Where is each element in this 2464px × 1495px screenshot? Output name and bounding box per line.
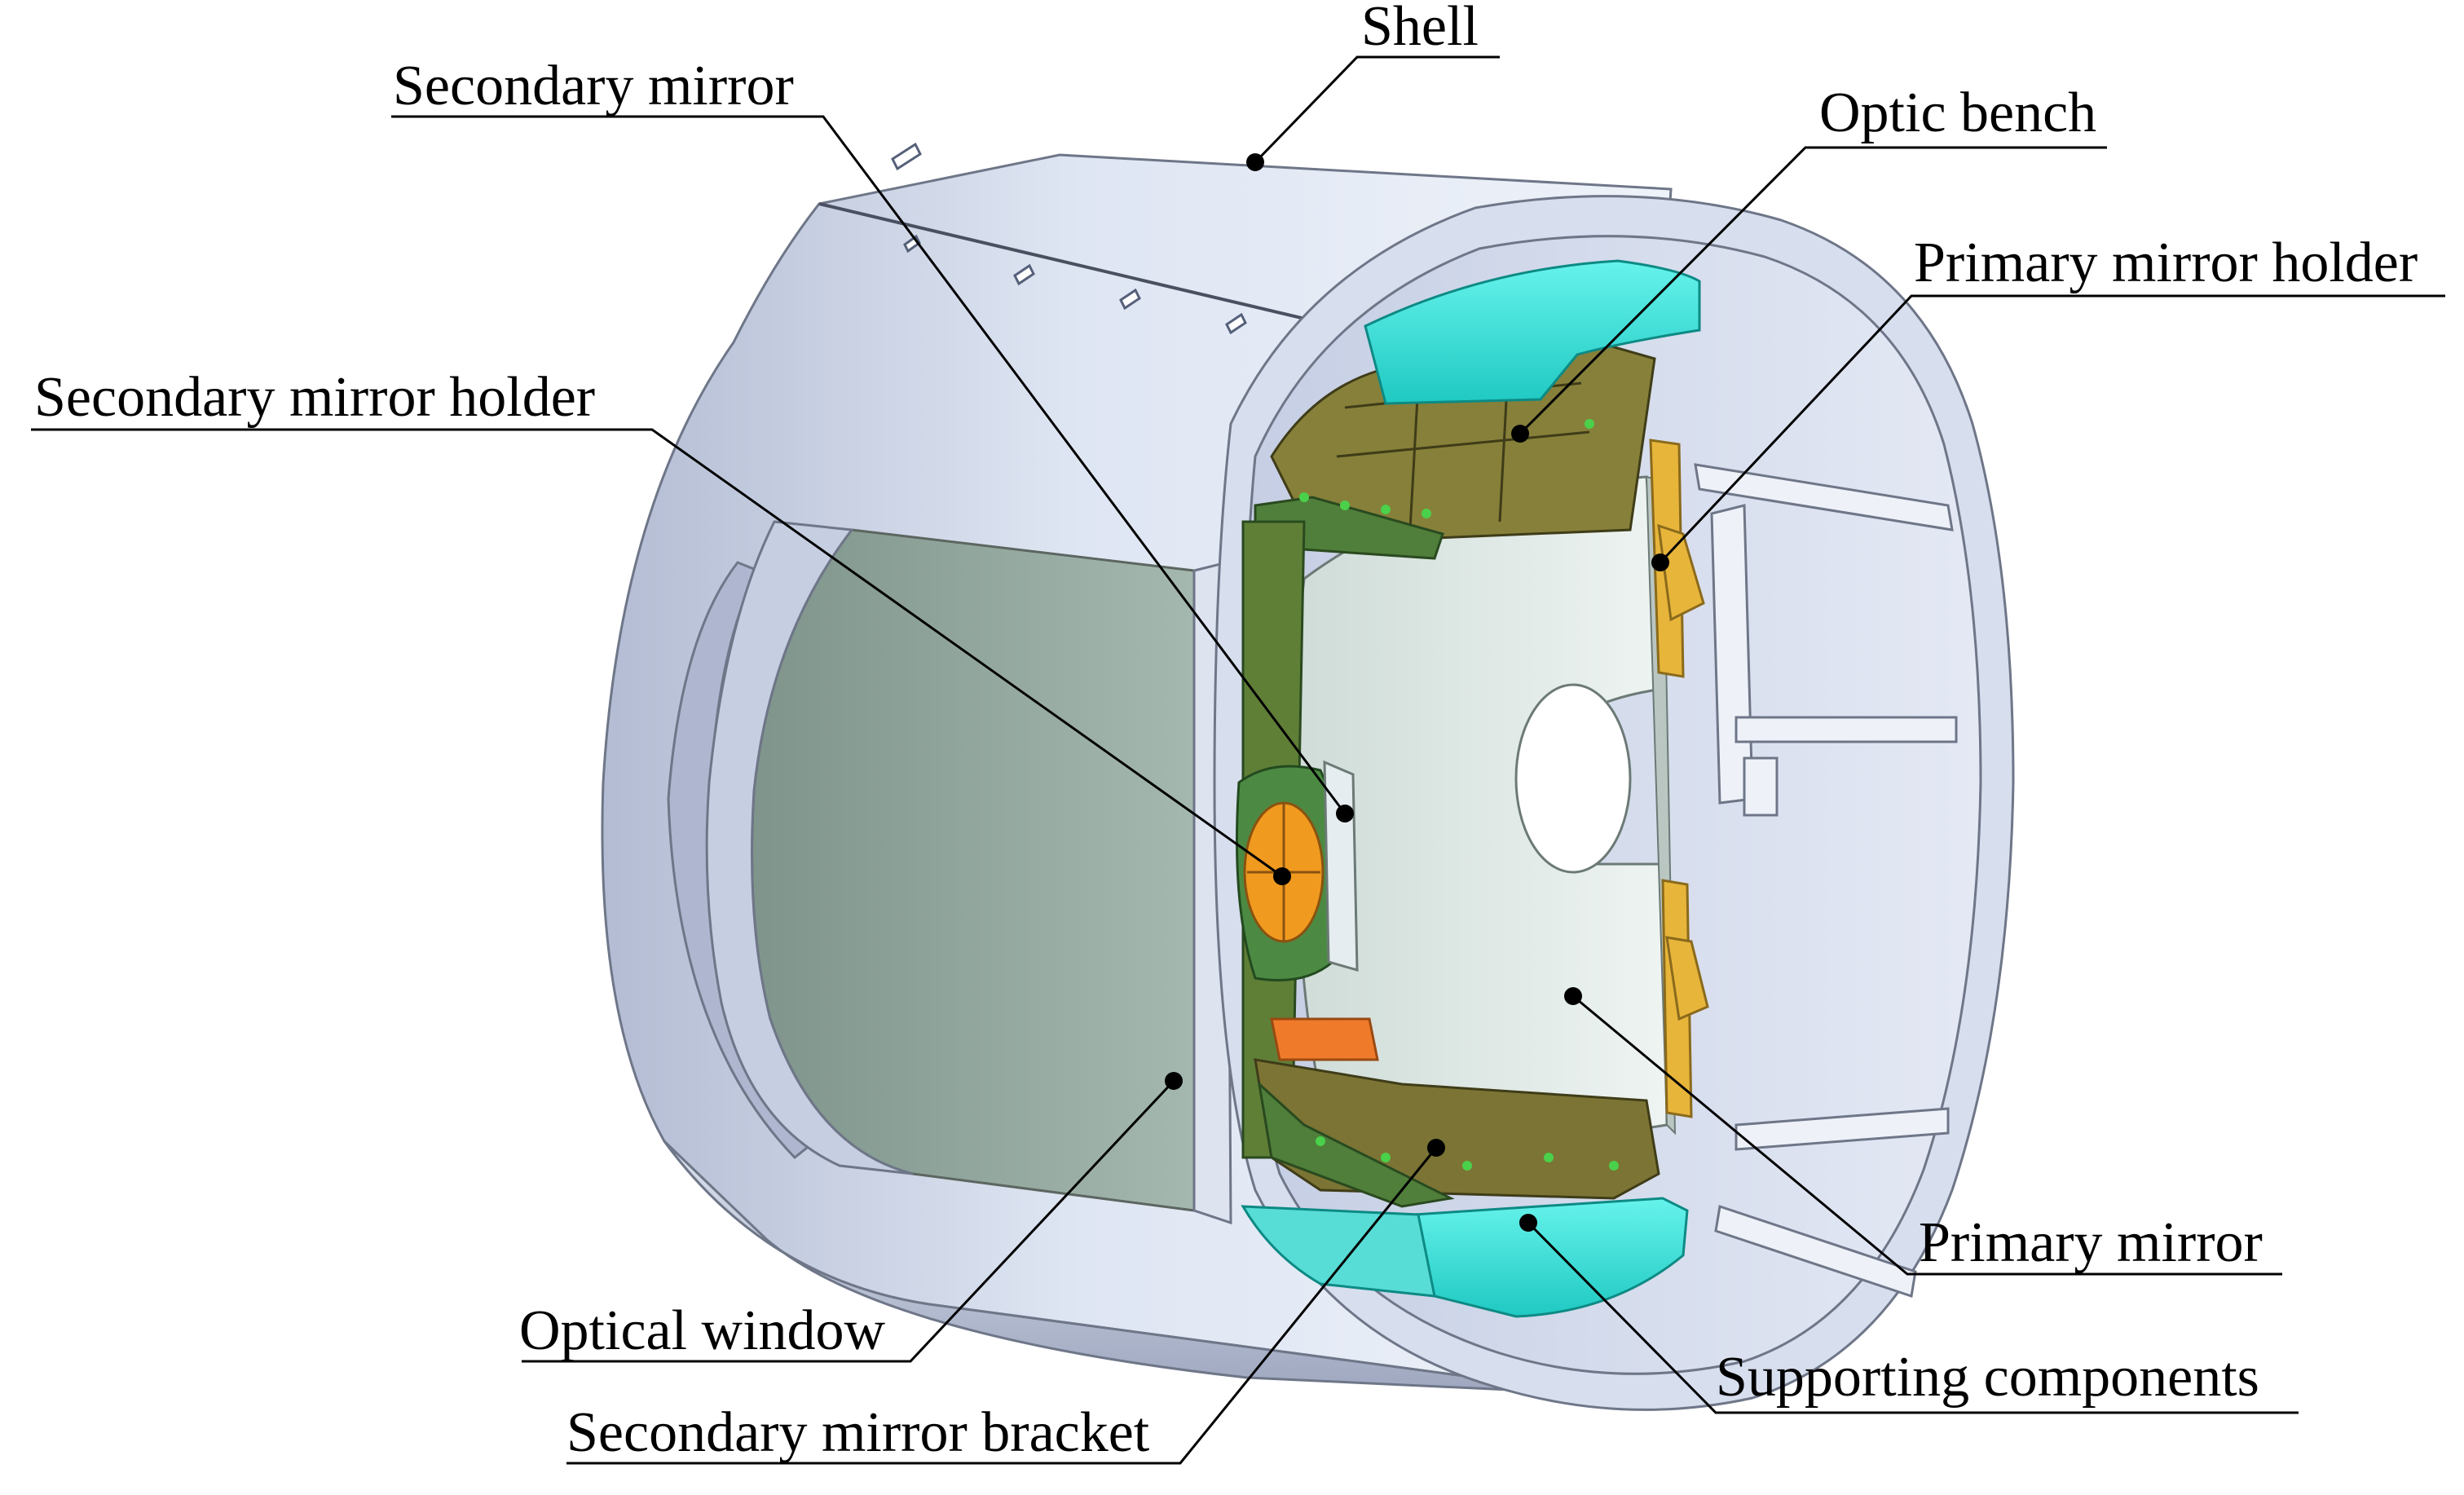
leader-lines [31,55,2445,1465]
leader-shell [1254,55,1500,164]
dot-supporting-components [1519,1214,1537,1232]
dot-secondary-mirror-holder [1273,867,1291,885]
label-optical-window: Optical window [519,1299,886,1362]
optic-bench-screws [1299,378,1619,1171]
leader-secondary-mirror-bracket [566,1147,1438,1465]
support-top [1364,259,1701,405]
label-secondary-mirror-bracket: Secondary mirror bracket [566,1401,1150,1464]
dot-secondary-mirror-bracket [1427,1139,1445,1157]
shell-vents [891,142,1247,335]
label-secondary-mirror: Secondary mirror [393,55,794,117]
shell-seam [818,202,1354,332]
leader-primary-mirror [1572,994,2282,1276]
dot-shell [1246,153,1264,171]
label-optic-bench: Optic bench [1819,82,2096,144]
leader-dots [1165,153,1669,1232]
secondary-mirror-assembly [1236,760,1359,981]
optical-window-face [751,528,1196,1212]
label-secondary-mirror-holder: Secondary mirror holder [34,366,595,429]
support-bottom-left [1241,1205,1436,1298]
label-primary-mirror-holder: Primary mirror holder [1914,232,2418,294]
optic-bench-top [1270,341,1656,540]
dot-primary-mirror-holder [1651,553,1669,571]
shell-lower-band [663,1140,1598,1396]
optic-bench-bottom-green [1257,1080,1455,1208]
supporting-components [1241,259,1701,1318]
dot-primary-mirror [1564,987,1582,1005]
optic-bench [1241,341,1660,1208]
optical-window [705,520,1232,1225]
leader-primary-mirror-holder [1659,294,2445,564]
leader-secondary-mirror-holder [31,428,1283,878]
label-shell: Shell [1361,0,1479,58]
primary-mirror-hole [1514,683,1632,874]
label-primary-mirror: Primary mirror [1919,1211,2263,1274]
leader-optic-bench [1519,146,2107,435]
dot-secondary-mirror [1336,805,1354,822]
leader-supporting-components [1527,1221,2299,1414]
labels: Shell Secondary mirror Optic bench Prima… [34,0,2418,1464]
inner-ribs [1694,463,1958,1298]
optical-window-rim [705,520,914,1175]
leader-optical-window [522,1079,1175,1363]
coil [1270,1017,1379,1061]
dot-optic-bench [1511,425,1529,443]
dot-optical-window [1165,1072,1183,1090]
leader-secondary-mirror [391,115,1347,814]
label-supporting-components: Supporting components [1716,1346,2259,1409]
support-bottom [1413,1197,1689,1318]
